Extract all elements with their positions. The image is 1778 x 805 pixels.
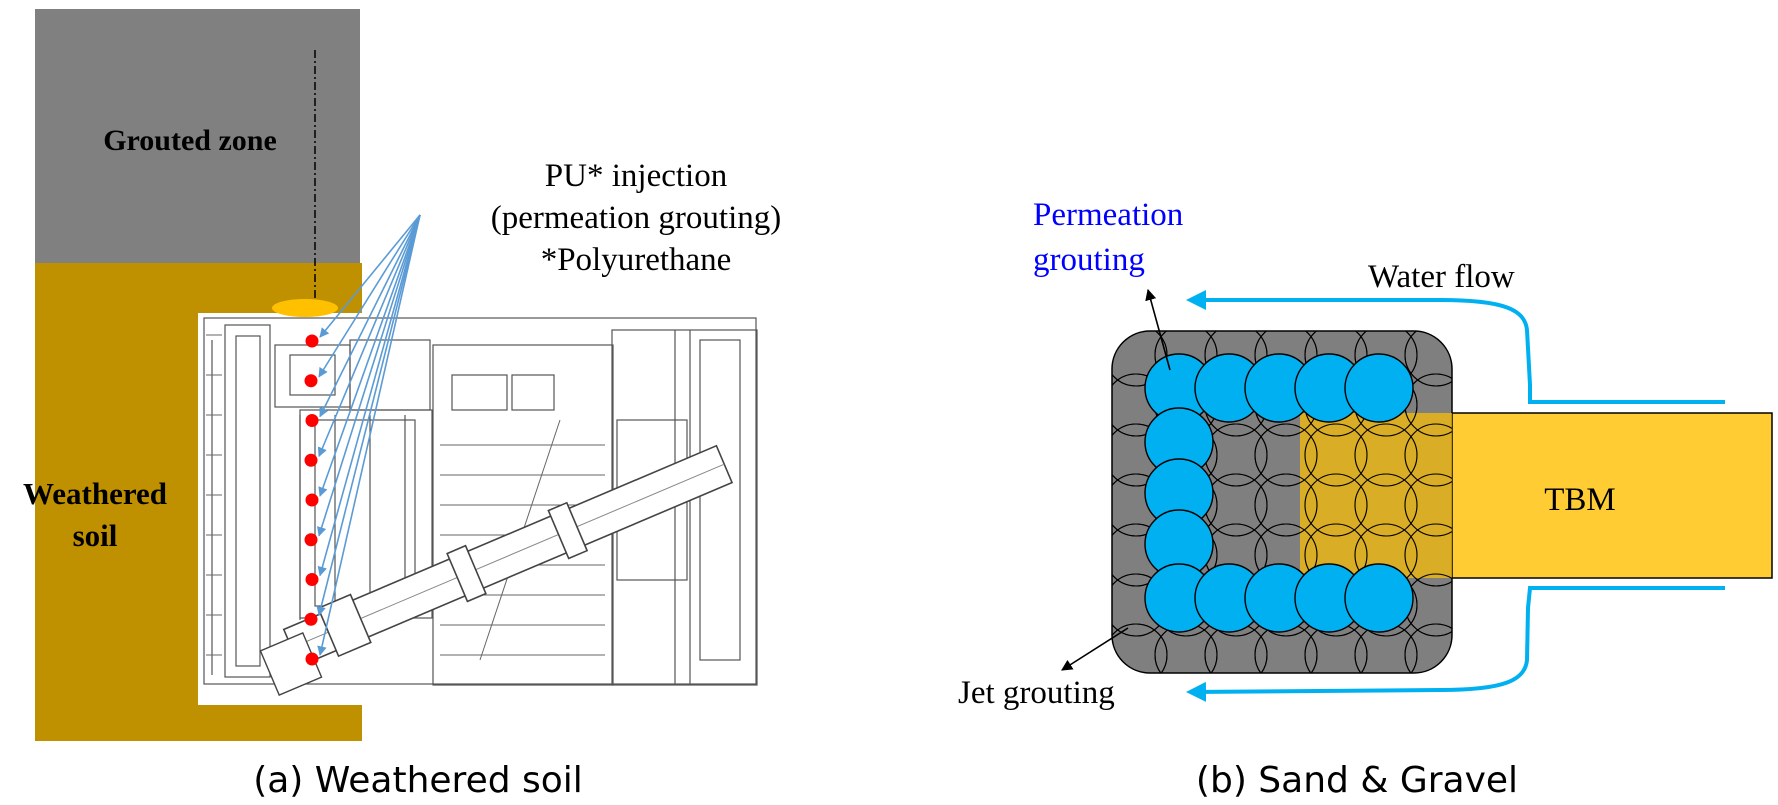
- pu-leader-line: [318, 214, 421, 497]
- tbm-label: TBM: [1544, 482, 1616, 518]
- pu-leader-line: [318, 214, 421, 378]
- injection-point: [305, 493, 319, 507]
- permeation-grouting-label-line1: Permeation: [1033, 197, 1183, 233]
- caption-b: (b) Sand & Gravel: [1196, 760, 1518, 801]
- jet-grouting-circle: [1404, 331, 1452, 387]
- jet-grouting-circle: [1112, 623, 1168, 673]
- pu-leader-line: [317, 214, 421, 656]
- grout-pocket: [272, 299, 338, 317]
- grouted-zone: [35, 9, 360, 263]
- pu-leader-line: [317, 214, 421, 577]
- jet-grouting-circle: [1304, 423, 1368, 487]
- permeation-pointer: [1145, 288, 1171, 371]
- pu-leader-line: [317, 214, 421, 458]
- weathered-soil-label-line1: Weathered: [23, 476, 167, 511]
- injection-point: [304, 374, 318, 388]
- pu-leader-line: [317, 214, 421, 537]
- tbm-drawing: [198, 313, 761, 705]
- pu-leader-lines: [316, 214, 421, 656]
- jet-grouting-circle: [1404, 473, 1452, 537]
- jet-grouting-circle: [1354, 423, 1418, 487]
- water-flow-label: Water flow: [1368, 259, 1515, 295]
- panel-a: Grouted zone Weathered soil PU* injectio…: [23, 9, 781, 801]
- jet-grouting-circle: [1254, 473, 1318, 537]
- jet-grouting-pointer: [1061, 627, 1129, 671]
- jet-grouting-circle: [1254, 423, 1318, 487]
- jet-grouting-circle: [1404, 623, 1452, 673]
- permeation-grouting-circle: [1344, 563, 1414, 633]
- weathered-soil-label-line2: soil: [73, 518, 118, 553]
- pu-leader-line: [319, 214, 421, 338]
- injection-point: [305, 573, 319, 586]
- polyurethane-note: *Polyurethane: [541, 242, 732, 278]
- permeation-grouting-label-line2: grouting: [1033, 242, 1145, 278]
- water-flow-lower: [1186, 586, 1725, 702]
- pu-injection-label: PU* injection: [545, 158, 727, 194]
- permeation-grouting-circles: [1144, 353, 1414, 633]
- injection-point: [305, 334, 319, 348]
- pu-leader-line: [316, 214, 421, 617]
- injection-point: [304, 453, 318, 467]
- tbm-overlap: [1300, 413, 1452, 578]
- permeation-grouting-label-a: (permeation grouting): [491, 200, 782, 236]
- jet-grouting-circle: [1304, 473, 1368, 537]
- permeation-grouting-circle: [1344, 353, 1414, 423]
- injection-point: [304, 612, 318, 626]
- jet-grouting-circle: [1404, 423, 1452, 487]
- jet-grouting-circle: [1354, 473, 1418, 537]
- panel-b: Permeation grouting Water flow TBM Jet g…: [958, 197, 1773, 801]
- injection-points: [304, 334, 319, 666]
- grouted-zone-label: Grouted zone: [103, 124, 277, 157]
- jet-grouting-label: Jet grouting: [958, 675, 1115, 711]
- water-flow-upper: [1186, 290, 1725, 404]
- injection-point: [305, 414, 319, 427]
- injection-point: [305, 652, 319, 666]
- jet-grouting-circle: [1112, 331, 1168, 387]
- pu-leader-line: [319, 214, 421, 418]
- jet-grouting-circle: [1404, 523, 1452, 587]
- caption-a: (a) Weathered soil: [253, 760, 583, 801]
- injection-point: [304, 533, 318, 547]
